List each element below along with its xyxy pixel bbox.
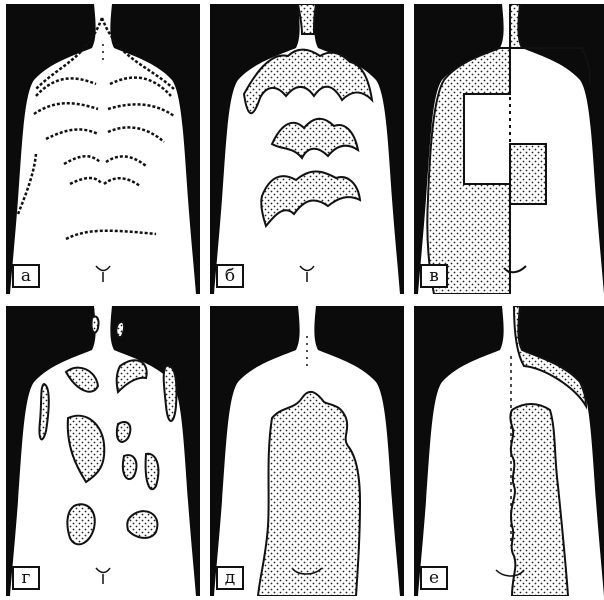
large-lesion-d — [258, 392, 360, 596]
panel-d: д — [210, 306, 404, 596]
back-silhouette-e — [414, 306, 604, 596]
panel-v: в — [414, 4, 604, 294]
panel-label-e: е — [420, 566, 448, 590]
panel-g: г — [6, 306, 200, 596]
back-silhouette-a — [6, 4, 200, 294]
panel-e: е — [414, 306, 604, 596]
back-silhouette-b — [210, 4, 404, 294]
panel-label-d: д — [216, 566, 244, 590]
panel-label-v: в — [420, 264, 448, 288]
back-silhouette-g — [6, 306, 200, 596]
back-silhouette-d — [210, 306, 404, 596]
panel-label-g: г — [12, 566, 40, 590]
panel-a: а — [6, 4, 200, 294]
back-silhouette-v — [414, 4, 604, 294]
panel-label-b: б — [216, 264, 244, 288]
panel-b: б — [210, 4, 404, 294]
panel-label-a: а — [12, 264, 40, 288]
